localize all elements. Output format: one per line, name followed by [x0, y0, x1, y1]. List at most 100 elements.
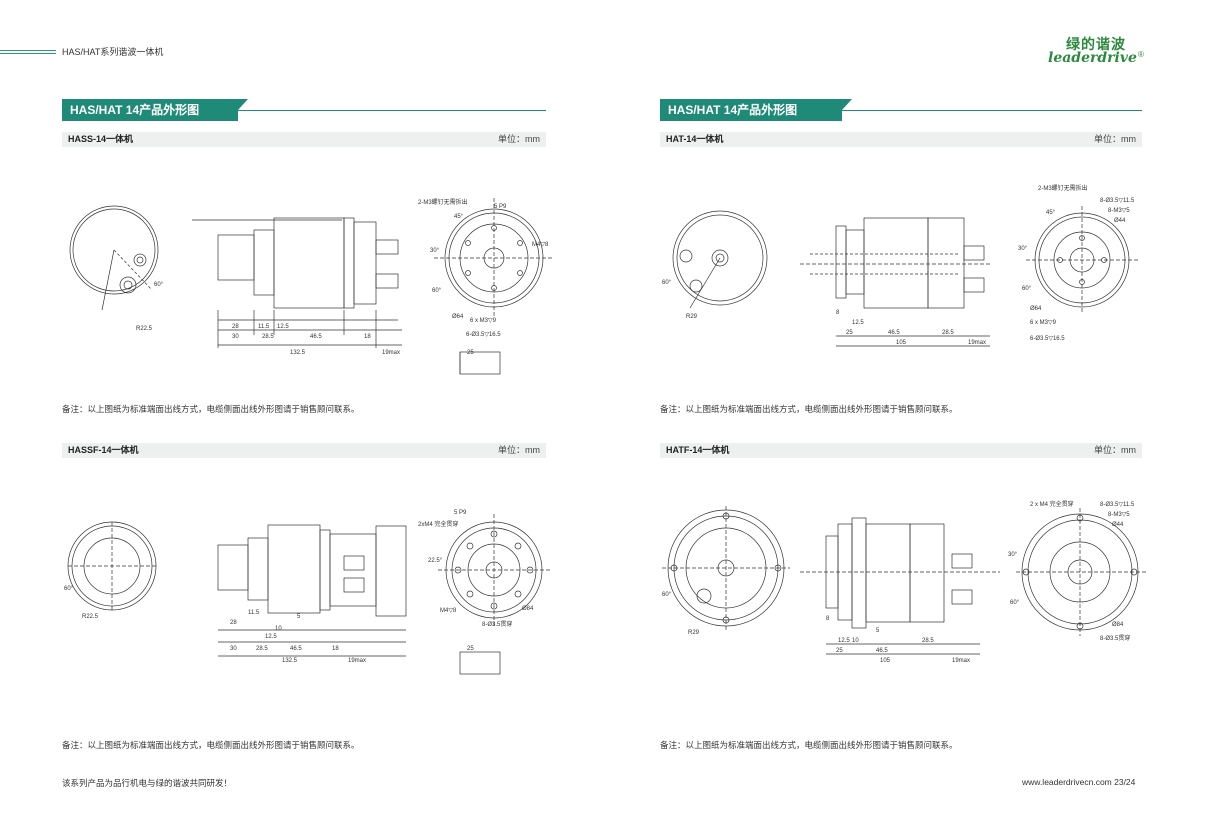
left-banner-notch: [238, 99, 248, 110]
svg-text:Ø44: Ø44: [1112, 522, 1124, 528]
svg-text:60°: 60°: [662, 280, 672, 286]
svg-text:2 x M4 完全贯穿: 2 x M4 完全贯穿: [1030, 500, 1074, 508]
svg-text:30°: 30°: [1008, 552, 1018, 558]
model-bar-hatf14: HATF-14一体机 单位：mm: [660, 443, 1142, 458]
svg-text:46.5: 46.5: [310, 334, 322, 340]
svg-text:M4▽8: M4▽8: [440, 608, 457, 614]
svg-text:25: 25: [467, 350, 474, 356]
svg-text:28.5: 28.5: [256, 646, 268, 652]
svg-text:5 P9: 5 P9: [494, 204, 507, 210]
svg-text:30°: 30°: [1018, 246, 1028, 252]
svg-text:8-M3▽5: 8-M3▽5: [1108, 512, 1130, 518]
svg-text:11.5: 11.5: [248, 610, 260, 616]
model-bar-hat14: HAT-14一体机 单位：mm: [660, 132, 1142, 147]
svg-text:19max: 19max: [382, 350, 400, 356]
svg-text:8: 8: [836, 310, 840, 316]
svg-text:60°: 60°: [432, 288, 442, 294]
svg-text:60°: 60°: [1022, 286, 1032, 292]
svg-text:2-M3螺钉无需拆出: 2-M3螺钉无需拆出: [1038, 184, 1088, 192]
model-name: HAT-14一体机: [666, 134, 724, 144]
right-banner-rule: [842, 110, 1142, 111]
svg-text:11.5: 11.5: [258, 324, 270, 330]
svg-text:19max: 19max: [952, 658, 970, 664]
svg-text:60°: 60°: [64, 586, 74, 592]
svg-text:30°: 30°: [430, 248, 440, 254]
note-hass14: 备注：以上图纸为标准端面出线方式，电缆侧面出线外形图请于销售顾问联系。: [62, 404, 360, 414]
svg-text:25: 25: [836, 648, 843, 654]
svg-text:105: 105: [880, 658, 891, 664]
svg-text:28: 28: [230, 620, 237, 626]
left-banner-rule: [238, 110, 546, 111]
svg-text:105: 105: [896, 340, 907, 346]
svg-text:R22.5: R22.5: [136, 326, 153, 332]
svg-text:10: 10: [852, 638, 859, 644]
svg-text:25: 25: [846, 330, 853, 336]
svg-text:6-Ø3.5▽16.5: 6-Ø3.5▽16.5: [466, 332, 501, 338]
unit-label: 单位：mm: [1094, 134, 1136, 144]
svg-text:10: 10: [275, 626, 282, 632]
svg-text:18: 18: [364, 334, 371, 340]
svg-text:12.5: 12.5: [838, 638, 850, 644]
svg-text:28.5: 28.5: [942, 330, 954, 336]
model-bar-hass14: HASS-14一体机 单位：mm: [62, 132, 546, 147]
logo-en: leaderdrive: [1048, 50, 1137, 66]
svg-text:45°: 45°: [1046, 210, 1056, 216]
svg-text:46.5: 46.5: [888, 330, 900, 336]
unit-label: 单位：mm: [498, 445, 540, 455]
header-rule-2: [0, 53, 56, 54]
unit-label: 单位：mm: [498, 134, 540, 144]
svg-text:R29: R29: [686, 314, 698, 320]
svg-text:132.5: 132.5: [282, 658, 298, 664]
svg-text:6 x M3▽9: 6 x M3▽9: [470, 318, 497, 324]
svg-text:Ø84: Ø84: [1112, 622, 1124, 628]
note-hatf14: 备注：以上图纸为标准端面出线方式，电缆侧面出线外形图请于销售顾问联系。: [660, 740, 958, 750]
svg-text:30: 30: [230, 646, 237, 652]
svg-text:12.5: 12.5: [852, 320, 864, 326]
svg-text:19max: 19max: [348, 658, 366, 664]
svg-text:Ø64: Ø64: [1030, 306, 1042, 312]
svg-text:30: 30: [232, 334, 239, 340]
model-name: HASSF-14一体机: [68, 445, 139, 455]
logo-reg: ®: [1138, 50, 1144, 59]
unit-label: 单位：mm: [1094, 445, 1136, 455]
svg-text:5 P9: 5 P9: [454, 510, 467, 516]
svg-text:12.5: 12.5: [277, 324, 289, 330]
svg-text:R22.5: R22.5: [82, 614, 99, 620]
svg-text:12.5: 12.5: [265, 634, 277, 640]
note-hat14: 备注：以上图纸为标准端面出线方式，电缆侧面出线外形图请于销售顾问联系。: [660, 404, 958, 414]
svg-text:25: 25: [467, 646, 474, 652]
svg-text:132.5: 132.5: [290, 350, 306, 356]
drawing-hass-14: 28 11.5 12.5 30 28.5 46.5 18 132.5 19max R22.5…: [69, 198, 552, 375]
header-rule: [0, 50, 56, 51]
svg-text:45°: 45°: [454, 214, 464, 220]
svg-text:M4▽8: M4▽8: [532, 242, 549, 248]
svg-text:46.5: 46.5: [876, 648, 888, 654]
right-banner-notch: [842, 99, 852, 110]
svg-text:18: 18: [332, 646, 339, 652]
svg-text:28.5: 28.5: [922, 638, 934, 644]
left-section-banner: HAS/HAT 14产品外形图: [62, 99, 238, 121]
svg-text:8-M3▽5: 8-M3▽5: [1108, 208, 1130, 214]
svg-text:28: 28: [232, 324, 239, 330]
svg-text:8-Ø3.5贯穿: 8-Ø3.5贯穿: [1100, 634, 1130, 642]
logo-cn: 绿的谐波: [1066, 36, 1126, 52]
svg-text:5: 5: [876, 628, 880, 634]
svg-text:Ø84: Ø84: [522, 606, 534, 612]
svg-text:2xM4 完全贯穿: 2xM4 完全贯穿: [418, 520, 458, 528]
model-name: HASS-14一体机: [68, 134, 134, 144]
footer-left: 该系列产品为品行机电与绿的谐波共同研发！: [62, 778, 233, 788]
svg-text:28.5: 28.5: [262, 334, 274, 340]
svg-text:46.5: 46.5: [290, 646, 302, 652]
svg-text:60°: 60°: [154, 282, 164, 288]
svg-text:8-Ø3.5▽11.5: 8-Ø3.5▽11.5: [1100, 502, 1135, 508]
svg-text:6-Ø3.5▽16.5: 6-Ø3.5▽16.5: [1030, 336, 1065, 342]
series-title: HAS/HAT系列谐波一体机: [62, 47, 164, 57]
svg-text:60°: 60°: [1010, 600, 1020, 606]
svg-text:2-M3螺钉无需拆出: 2-M3螺钉无需拆出: [418, 198, 468, 206]
svg-text:Ø64: Ø64: [452, 314, 464, 320]
note-hassf14: 备注：以上图纸为标准端面出线方式，电缆侧面出线外形图请于销售顾问联系。: [62, 740, 360, 750]
svg-text:8-Ø3.5贯穿: 8-Ø3.5贯穿: [482, 620, 512, 628]
